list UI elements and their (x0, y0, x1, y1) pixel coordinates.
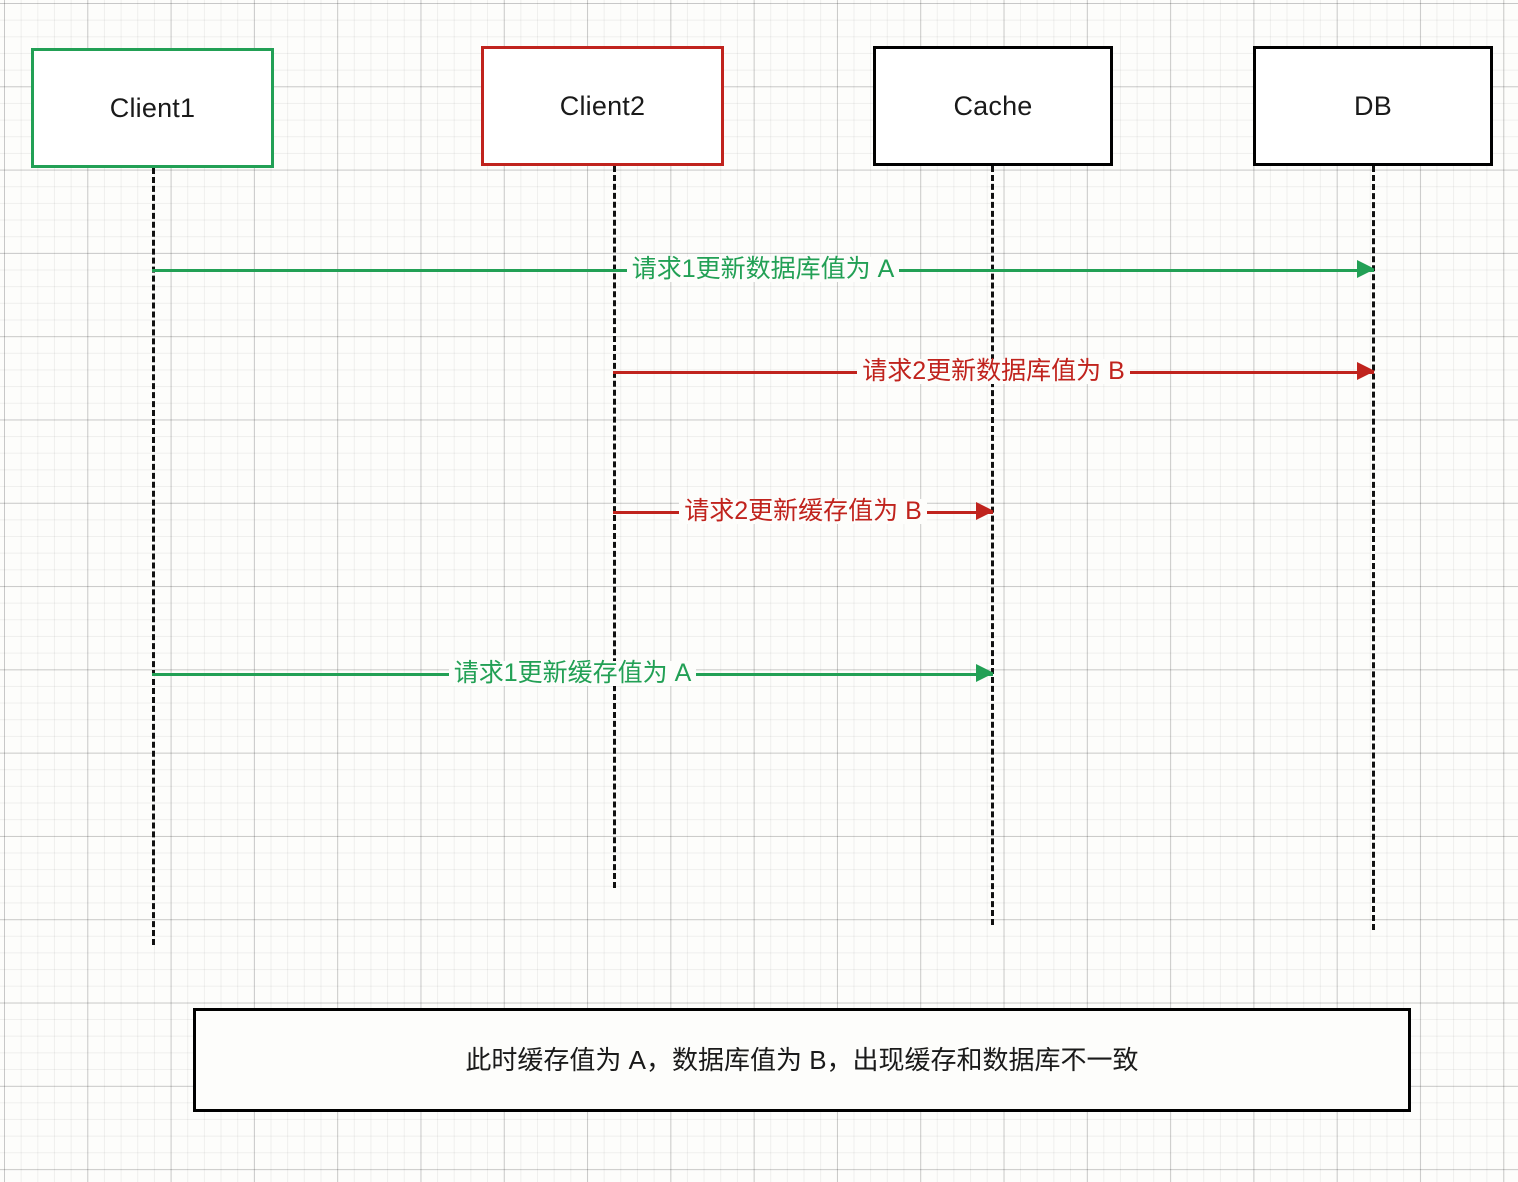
message-label-2: 请求2更新数据库值为 B (857, 358, 1130, 384)
arrowhead-icon-1 (1357, 260, 1375, 278)
participant-box-db[interactable]: DB (1253, 46, 1493, 166)
participant-label-client1: Client1 (109, 92, 196, 123)
lifeline-client1 (152, 168, 155, 945)
arrowhead-icon-3 (976, 502, 994, 520)
message-label-4: 请求1更新缓存值为 A (448, 660, 697, 686)
participant-label-client2: Client2 (559, 90, 646, 121)
participant-label-db: DB (1354, 90, 1392, 121)
lifeline-db (1372, 166, 1375, 930)
lifeline-cache (991, 166, 994, 925)
note-text: 此时缓存值为 A，数据库值为 B，出现缓存和数据库不一致 (465, 1045, 1139, 1075)
participant-box-client1[interactable]: Client1 (31, 48, 274, 168)
note-box[interactable]: 此时缓存值为 A，数据库值为 B，出现缓存和数据库不一致 (193, 1008, 1411, 1112)
participant-box-cache[interactable]: Cache (873, 46, 1113, 166)
message-arrow-4[interactable]: 请求1更新缓存值为 A (152, 656, 994, 690)
message-arrow-3[interactable]: 请求2更新缓存值为 B (613, 494, 994, 528)
message-label-1: 请求1更新数据库值为 A (626, 256, 900, 282)
message-label-3: 请求2更新缓存值为 B (679, 498, 927, 524)
message-arrow-2[interactable]: 请求2更新数据库值为 B (613, 354, 1375, 388)
message-arrow-1[interactable]: 请求1更新数据库值为 A (152, 252, 1375, 286)
arrowhead-icon-4 (976, 664, 994, 682)
arrowhead-icon-2 (1357, 362, 1375, 380)
participant-box-client2[interactable]: Client2 (481, 46, 724, 166)
lifeline-client2 (613, 166, 616, 888)
participant-label-cache: Cache (953, 90, 1033, 121)
